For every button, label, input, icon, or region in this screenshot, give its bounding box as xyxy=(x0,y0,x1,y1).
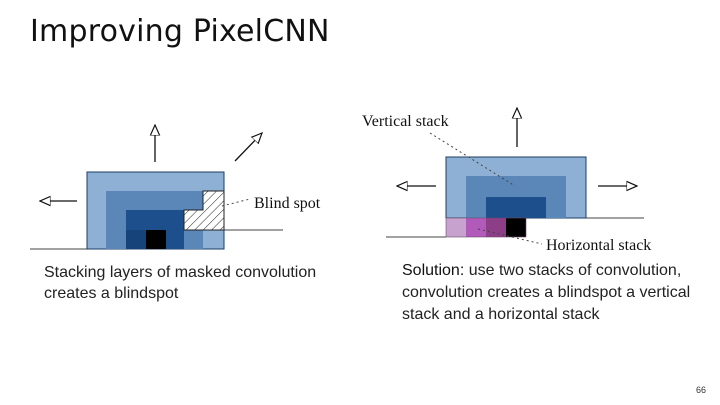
horizontal-stack-pixel-3 xyxy=(486,218,506,237)
solution-text: use two stacks of convolution, convoluti… xyxy=(402,262,691,323)
horizontal-stack-pixel-1 xyxy=(446,218,466,237)
right-pixel-current xyxy=(506,218,526,237)
vertical-stack-inner xyxy=(486,197,546,218)
blind-spot-region xyxy=(183,190,225,231)
left-arrow-diagonal xyxy=(234,133,262,162)
horizontal-stack-label: Horizontal stack xyxy=(546,237,651,254)
blind-spot-label: Blind spot xyxy=(254,195,321,212)
left-layer-core xyxy=(126,230,146,249)
slide-title: Improving PixelCNN xyxy=(30,14,330,49)
horizontal-stack-pointer xyxy=(477,228,543,245)
right-caption: Solution: use two stacks of convolution,… xyxy=(402,260,692,326)
left-caption: Stacking layers of masked convolution cr… xyxy=(44,264,317,302)
horizontal-stack-outline xyxy=(445,217,527,238)
left-blindspot-diagram: Blind spot xyxy=(30,125,321,250)
left-pixel-current xyxy=(146,230,166,249)
page-number: 66 xyxy=(695,385,706,395)
horizontal-stack-pixel-2 xyxy=(466,218,486,237)
right-two-stack-diagram: Vertical stack Horizontal stack xyxy=(362,108,651,254)
vertical-stack-pointer xyxy=(429,132,516,187)
vertical-stack-label: Vertical stack xyxy=(362,113,449,130)
solution-label: Solution: xyxy=(402,262,465,279)
blind-spot-pointer xyxy=(221,198,251,207)
